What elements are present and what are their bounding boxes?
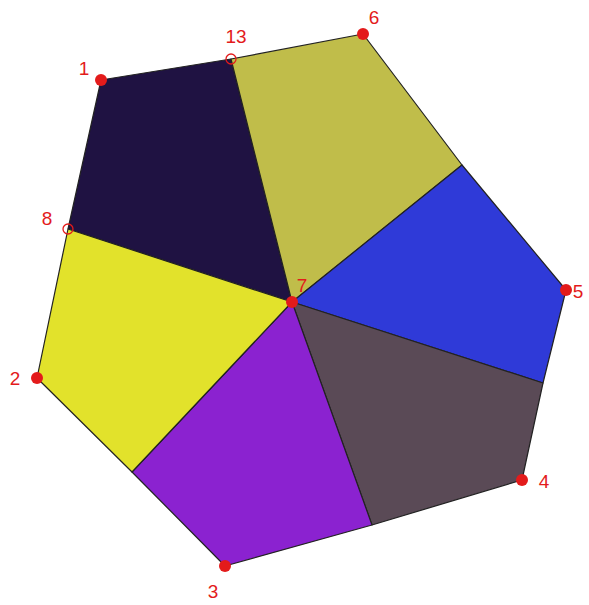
callout-number: 8 bbox=[42, 209, 53, 228]
vertex-dot bbox=[95, 74, 107, 86]
callout-number: 4 bbox=[539, 472, 550, 491]
callout-number: 5 bbox=[573, 282, 584, 301]
vertex-dot bbox=[560, 284, 572, 296]
callout-number: 7 bbox=[297, 276, 308, 295]
yellow-region bbox=[37, 229, 292, 472]
vertex-dot bbox=[219, 560, 231, 572]
callout-number: 2 bbox=[10, 369, 21, 388]
callout-number: 3 bbox=[208, 582, 219, 601]
vertex-dot bbox=[357, 28, 369, 40]
open-vertex bbox=[63, 224, 73, 234]
callout-number: 6 bbox=[369, 8, 380, 27]
open-vertex bbox=[226, 54, 236, 64]
callout-number: 1 bbox=[79, 59, 90, 78]
vertex-dot bbox=[516, 474, 528, 486]
center-dot bbox=[286, 296, 298, 308]
vertex-dot bbox=[31, 372, 43, 384]
callout-number: 13 bbox=[225, 27, 246, 46]
